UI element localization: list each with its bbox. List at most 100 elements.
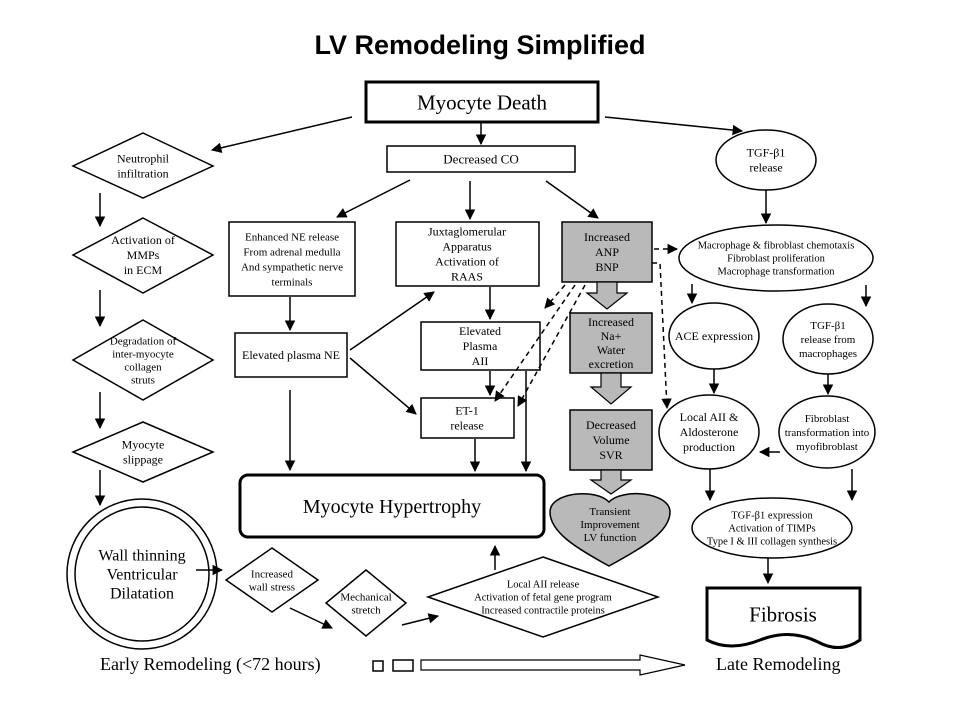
neutrophil-line: Neutrophil bbox=[117, 152, 170, 166]
svg-text:Fibrosis: Fibrosis bbox=[749, 602, 817, 626]
anp-bnp-line: BNP bbox=[595, 260, 619, 274]
fibroblast-transformation-line: Fibroblast bbox=[805, 413, 850, 425]
enhanced-ne-line: And sympathetic nerve bbox=[241, 261, 343, 273]
decreased-volume-line: Decreased bbox=[586, 418, 636, 432]
node-myocyte-hypertrophy: Myocyte Hypertrophy bbox=[238, 473, 546, 539]
collagen-degradation-line: Degradation of bbox=[110, 335, 177, 347]
enhanced-ne-line: terminals bbox=[272, 276, 313, 288]
svg-text:Decreased CO: Decreased CO bbox=[443, 152, 518, 167]
local-aii-release-line: Local AII release bbox=[507, 580, 580, 591]
tgf-timps-line: Activation of TIMPs bbox=[728, 524, 815, 535]
diagram-title: LV Remodeling Simplified bbox=[314, 30, 646, 60]
edge-wall-stress-to-stretch bbox=[289, 607, 333, 629]
anp-bnp-line: Increased bbox=[584, 230, 630, 244]
myocyte-hypertrophy-line: Myocyte Hypertrophy bbox=[303, 496, 481, 518]
fibroblast-transformation-line: myofibroblast bbox=[796, 441, 858, 453]
na-water-line: Water bbox=[597, 343, 625, 357]
timeline-marker-small bbox=[372, 660, 384, 672]
et1-line: release bbox=[450, 419, 483, 433]
edge-death-to-neutrophil bbox=[210, 116, 353, 153]
na-water-line: excretion bbox=[589, 357, 634, 371]
na-water-line: Increased bbox=[588, 315, 634, 329]
edge-anp-to-local-aii bbox=[652, 262, 672, 410]
timeline-marker-medium bbox=[392, 659, 414, 672]
fibrosis-line: Fibrosis bbox=[749, 602, 817, 626]
timeline-early-label: Early Remodeling (<72 hours) bbox=[100, 654, 321, 675]
na-water-line: Na+ bbox=[601, 329, 622, 343]
svg-text:ACE expression: ACE expression bbox=[675, 329, 753, 343]
fat-arrow-volume-to-improvement bbox=[589, 469, 633, 495]
wall-stress-line: wall stress bbox=[249, 581, 295, 593]
collagen-degradation-line: collagen bbox=[124, 361, 162, 373]
chemotaxis-line: Macrophage transformation bbox=[718, 267, 836, 278]
fibroblast-transformation-line: transformation into bbox=[785, 427, 870, 439]
elevated-aii-line: AII bbox=[472, 354, 489, 368]
myocyte-death-line: Myocyte Death bbox=[417, 90, 548, 114]
decreased-volume-line: Volume bbox=[592, 433, 629, 447]
node-fibrosis: Fibrosis bbox=[705, 586, 862, 649]
transient-improvement-line: Transient bbox=[589, 506, 630, 518]
juxtaglomerular-line: Apparatus bbox=[442, 240, 492, 254]
node-decreased-co: Decreased CO bbox=[386, 145, 576, 173]
enhanced-ne-line: From adrenal medulla bbox=[243, 246, 340, 258]
tgf-timps-line: TGF-β1 expression bbox=[731, 511, 813, 522]
edge-stretch-to-local-aii bbox=[401, 613, 440, 626]
myocyte-slippage-line: slippage bbox=[123, 453, 163, 467]
collagen-degradation-line: inter-myocyte bbox=[112, 348, 174, 360]
svg-text:Myocyte Death: Myocyte Death bbox=[417, 90, 548, 114]
fat-arrow-na-to-volume bbox=[589, 372, 633, 405]
elevated-aii-line: Elevated bbox=[459, 324, 501, 338]
tgf-release-line: release bbox=[749, 161, 782, 175]
svg-text:Elevated plasma NE: Elevated plasma NE bbox=[242, 348, 340, 362]
juxtaglomerular-line: Juxtaglomerular bbox=[428, 225, 506, 239]
node-ace-expression: ACE expression bbox=[668, 302, 760, 370]
chemotaxis-line: Macrophage & fibroblast chemotaxis bbox=[698, 241, 855, 252]
elevated-aii-line: Plasma bbox=[463, 339, 498, 353]
svg-text:Macrophage & fibroblast chemot: Macrophage & fibroblast chemotaxisFibrob… bbox=[698, 241, 855, 278]
timeline: Early Remodeling (<72 hours) Late Remode… bbox=[100, 654, 840, 676]
tgf-timps-line: Type I & III collagen synthesis bbox=[707, 537, 837, 548]
fat-arrow-anp-to-na bbox=[585, 281, 629, 310]
tgf-macrophages-line: macrophages bbox=[799, 348, 857, 360]
transient-improvement-line: LV function bbox=[584, 532, 637, 544]
tgf-release-line: TGF-β1 bbox=[747, 146, 786, 160]
collagen-degradation-line: struts bbox=[131, 374, 155, 386]
mechanical-stretch-line: Mechanical bbox=[340, 591, 391, 603]
edge-death-to-tgf bbox=[604, 116, 744, 136]
edge-co-to-ne bbox=[336, 179, 411, 218]
edge-anp-inhibits-raas bbox=[544, 284, 566, 309]
node-elevated-plasma-ne: Elevated plasma NE bbox=[234, 332, 348, 378]
elevated-ne-line: Elevated plasma NE bbox=[242, 348, 340, 362]
mechanical-stretch-line: stretch bbox=[351, 604, 381, 616]
timeline-progress-arrow bbox=[420, 654, 686, 676]
